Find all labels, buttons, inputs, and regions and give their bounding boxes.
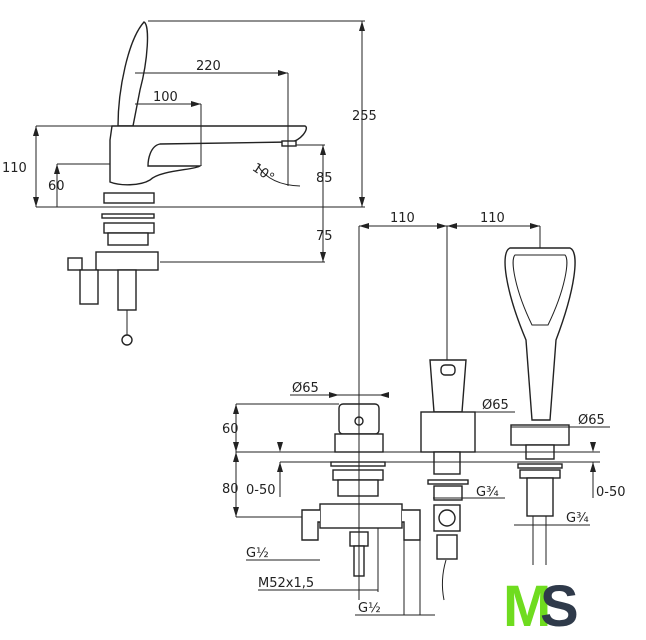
logo-letter-m: M bbox=[503, 574, 551, 639]
spout-body bbox=[109, 125, 307, 186]
dim-angle: 10° bbox=[249, 161, 276, 187]
mixer-nut bbox=[332, 469, 384, 481]
front-view-components bbox=[301, 247, 576, 601]
right-inlet bbox=[402, 509, 421, 541]
hand-shower-front bbox=[504, 247, 576, 421]
front-view-dimensions: Ø65 Ø65 Ø65 110 110 60 80 0-50 G¾ 0-50 G… bbox=[222, 211, 626, 616]
side-view-dimensions: 220 100 255 110 60 10° 85 75 bbox=[2, 20, 377, 263]
spout-shank bbox=[433, 451, 461, 475]
dim-diameter-mixer: Ø65 bbox=[292, 381, 319, 396]
dim-255: 255 bbox=[352, 109, 377, 124]
dim-diameter-shower: Ø65 bbox=[578, 413, 605, 428]
dim-60: 60 bbox=[48, 179, 65, 194]
side-inlet bbox=[67, 257, 83, 271]
dim-spacing-1: 110 bbox=[390, 211, 415, 226]
washer bbox=[101, 213, 155, 219]
dim-diameter-spout: Ø65 bbox=[482, 398, 509, 413]
dim-deck-range-right: 0-50 bbox=[596, 485, 626, 500]
mixer-shank bbox=[337, 479, 379, 497]
inlet-hose-left bbox=[79, 269, 99, 305]
nut bbox=[103, 222, 155, 234]
dim-mixer-60: 60 bbox=[222, 422, 239, 437]
hose-end bbox=[121, 334, 133, 346]
spout-base bbox=[420, 411, 476, 453]
dim-deck-range-left: 0-50 bbox=[246, 483, 276, 498]
dim-mount-thread: M52x1,5 bbox=[258, 576, 314, 591]
dim-spacing-2: 110 bbox=[480, 211, 505, 226]
dim-shower-thread: G¾ bbox=[566, 511, 589, 526]
hand-shower-side bbox=[117, 21, 149, 127]
dim-spout-thread: G¾ bbox=[476, 485, 499, 500]
dim-85: 85 bbox=[316, 171, 333, 186]
dim-inlet-left: G½ bbox=[246, 546, 269, 561]
dim-mixer-80: 80 bbox=[222, 482, 239, 497]
inlet-hose-right bbox=[117, 269, 137, 311]
mixer-washer bbox=[330, 461, 386, 467]
shank bbox=[107, 232, 149, 246]
dim-110: 110 bbox=[2, 161, 27, 176]
base-ring bbox=[103, 192, 155, 204]
shower-shank bbox=[526, 477, 554, 517]
dim-220: 220 bbox=[196, 59, 221, 74]
logo-letter-s: S bbox=[540, 574, 579, 639]
dim-100: 100 bbox=[153, 90, 178, 105]
dim-inlet-right: G½ bbox=[358, 601, 381, 616]
ms-logo: M S bbox=[503, 574, 579, 639]
dim-75: 75 bbox=[316, 229, 333, 244]
left-inlet bbox=[301, 509, 320, 541]
aerator bbox=[281, 140, 297, 147]
shower-holder bbox=[510, 424, 570, 446]
valve-block bbox=[95, 251, 159, 271]
mixer-valve-body bbox=[319, 503, 403, 529]
side-view-faucet bbox=[67, 21, 307, 346]
